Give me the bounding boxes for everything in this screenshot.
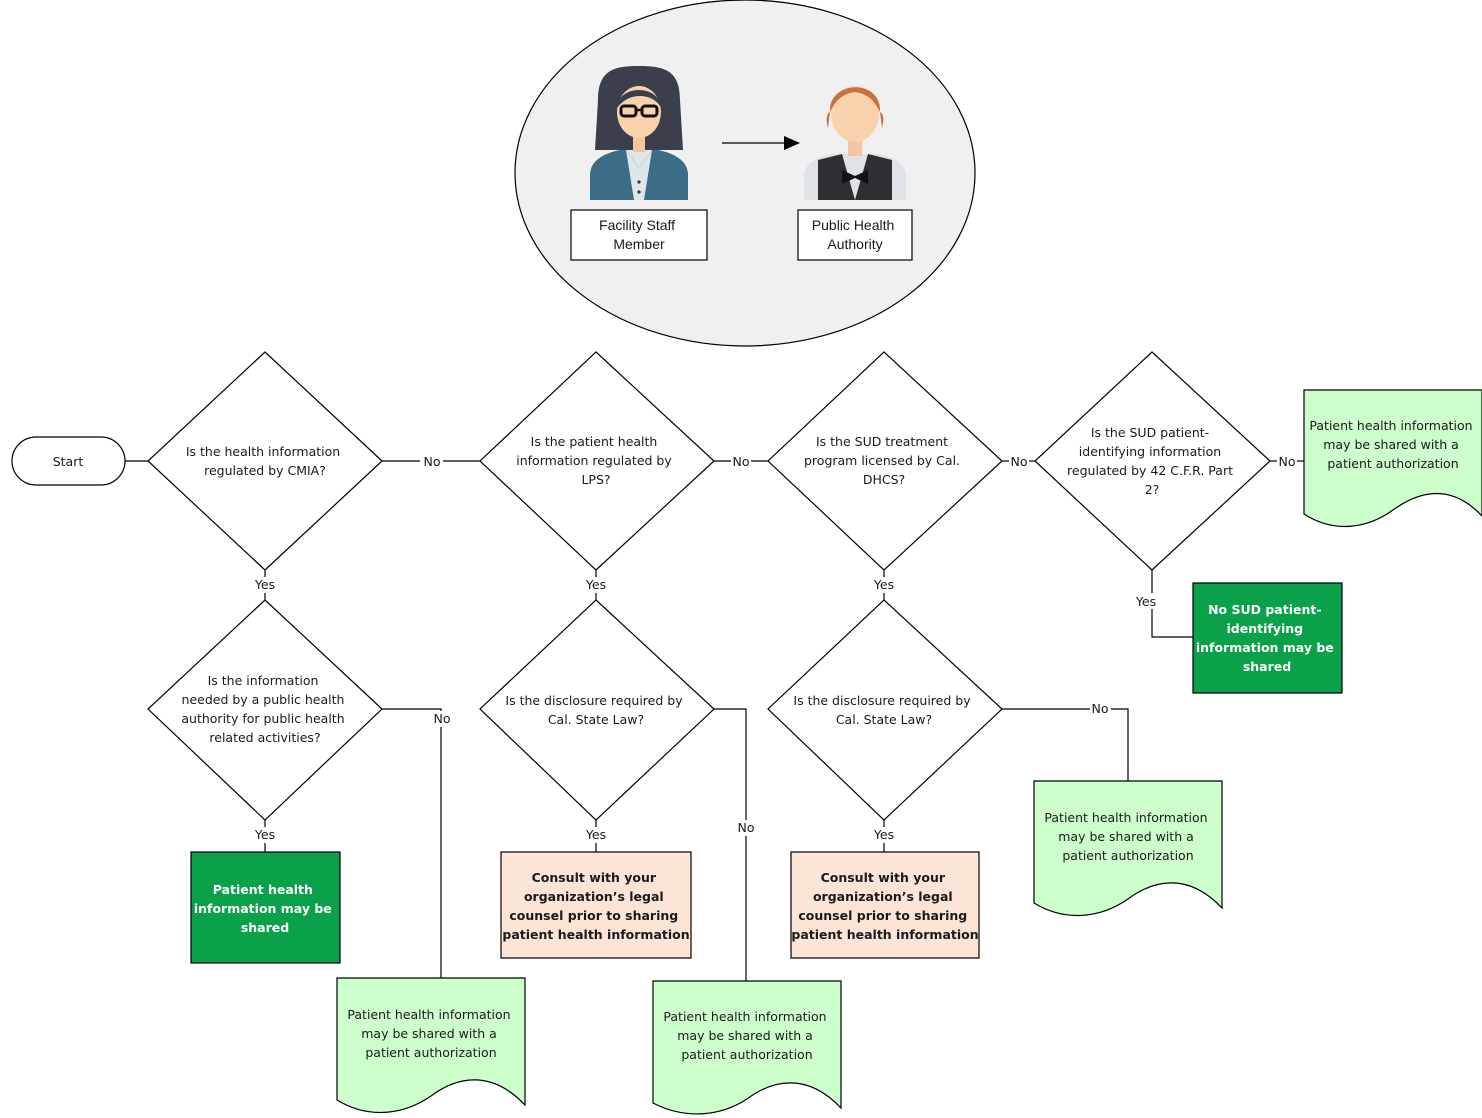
outcome-authorization-lps [652,980,842,1115]
outcome-authorization-cmia [336,977,526,1114]
start-terminator [11,436,126,486]
label-yes-cmia: Yes [254,577,275,592]
outcome-may-be-shared [190,851,341,964]
label-yes-42cfr: Yes [1135,594,1156,609]
facility-staff-label: Facility Staff Member [599,217,679,252]
outcome-authorization-dhcs [1033,780,1223,917]
label-yes-state-law-lps: Yes [585,827,606,842]
outcome-no-sud-shared [1192,582,1343,694]
connectors [125,460,1304,981]
outcome-authorization-42cfr [1303,389,1482,528]
decision-42cfr-part2-text: Is the SUD patient- identifying informat… [1067,425,1237,497]
decision-public-health-need [147,599,383,821]
outcome-may-be-shared-text: Patient health information may be shared [194,882,336,935]
public-health-authority-label: Public Health Authority [812,217,898,252]
public-health-authority-box [797,209,913,261]
decision-cmia [147,351,383,571]
label-yes-dhcs: Yes [873,577,894,592]
label-yes-state-law-dhcs: Yes [873,827,894,842]
decision-state-law-lps [479,599,715,821]
outcome-authorization-42cfr-text: Patient health information may be shared… [1309,418,1476,471]
label-no-42cfr: No [1279,454,1296,469]
outcome-consult-legal-dhcs [790,851,980,959]
outcome-authorization-lps-text: Patient health information may be shared… [663,1009,830,1062]
actors-ellipse [514,0,976,347]
public-health-authority-icon [804,86,906,200]
start-label: Start [53,454,84,469]
decision-lps-text: Is the patient health information regula… [516,434,675,487]
outcome-consult-legal-dhcs-text: Consult with your organization’s legal c… [791,870,978,942]
decision-42cfr-part2 [1034,351,1271,571]
outcome-consult-legal-lps-text: Consult with your organization’s legal c… [502,870,689,942]
edge-labels: No No No No Yes Yes Yes Yes No No No Yes… [254,454,1296,842]
label-yes-lps: Yes [585,577,606,592]
decision-dhcs-text: Is the SUD treatment program licensed by… [804,434,964,487]
outcome-authorization-cmia-text: Patient health information may be shared… [347,1007,514,1060]
decision-cmia-text: Is the health information regulated by C… [186,444,344,478]
decision-lps [479,351,715,571]
label-no-dhcs: No [1011,454,1028,469]
facility-staff-box [570,209,708,261]
decision-state-law-lps-text: Is the disclosure required by Cal. State… [505,693,686,727]
label-no-public-health: No [434,711,451,726]
label-no-lps: No [733,454,750,469]
outcome-authorization-dhcs-text: Patient health information may be shared… [1044,810,1211,863]
label-no-cmia: No [424,454,441,469]
label-no-state-law-lps: No [738,820,755,835]
outcome-no-sud-shared-text: No SUD patient- identifying information … [1196,602,1338,674]
decision-state-law-dhcs-text: Is the disclosure required by Cal. State… [793,693,974,727]
decision-public-health-need-text: Is the information needed by a public he… [181,673,348,745]
facility-staff-icon [590,66,688,200]
outcome-consult-legal-lps [500,851,692,959]
decision-state-law-dhcs [767,599,1003,821]
decision-dhcs [767,351,1003,571]
label-no-state-law-dhcs: No [1092,701,1109,716]
label-yes-public-health: Yes [254,827,275,842]
actor-arrowhead [784,136,800,150]
